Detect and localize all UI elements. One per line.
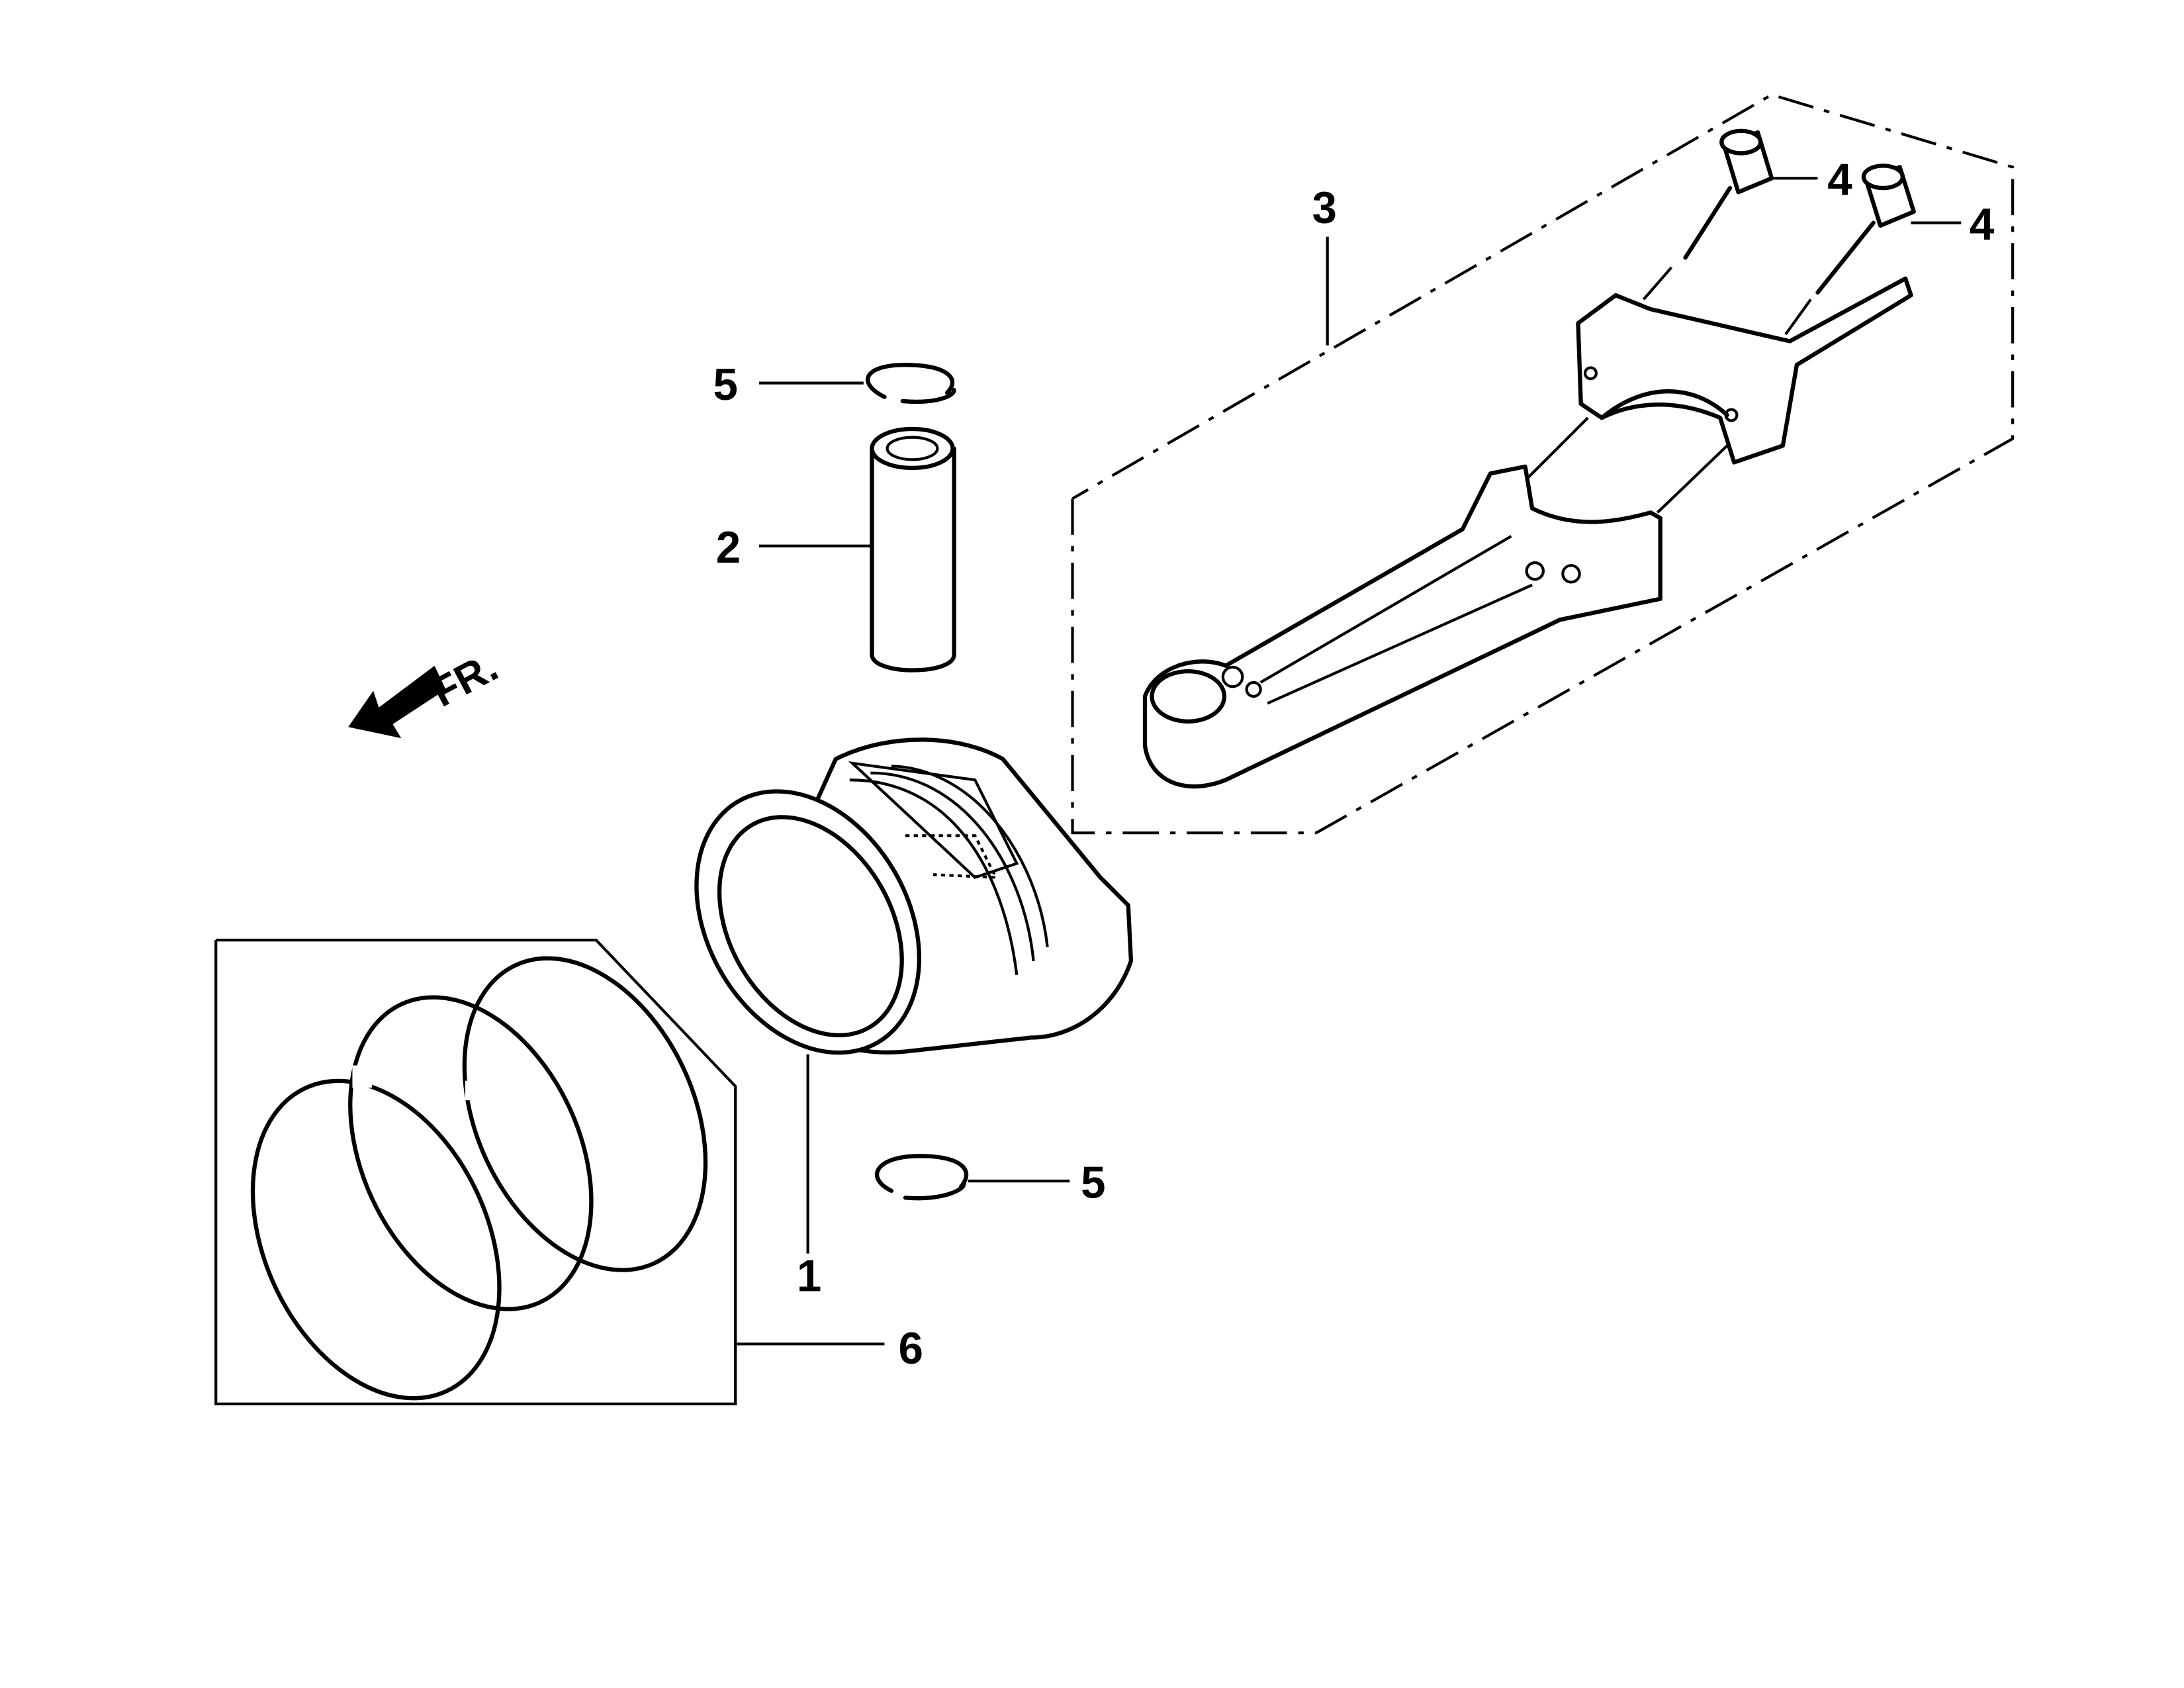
callout-3-connecting-rod: 3 (1312, 183, 1337, 233)
pin-clip-bottom (875, 1154, 969, 1201)
front-direction-arrow: FR. (348, 643, 506, 739)
ring-set-group-outline (214, 939, 737, 1405)
callout-5-pin-clip: 5 (1081, 1158, 1105, 1207)
callout-1-piston: 1 (797, 1251, 821, 1301)
callout-2-piston-pin: 2 (716, 523, 741, 573)
rod-assembly-group-outline (1071, 93, 2015, 835)
callout-5-pin-clip: 5 (713, 360, 738, 410)
connecting-rod (1142, 464, 1662, 789)
callout-6-piston-rings: 6 (898, 1324, 923, 1374)
rod-bolt-b (1815, 164, 1916, 295)
rod-cap (1576, 276, 1913, 465)
piston (694, 737, 1134, 1055)
callout-4-rod-bolt: 4 (1970, 200, 1995, 250)
pin-clip-top (866, 363, 956, 404)
piston-ring-set (250, 956, 708, 1401)
callout-4-rod-bolt: 4 (1827, 156, 1852, 205)
front-direction-label: FR. (424, 643, 506, 716)
rod-bolt-a (1683, 128, 1774, 260)
piston-pin (870, 426, 956, 673)
